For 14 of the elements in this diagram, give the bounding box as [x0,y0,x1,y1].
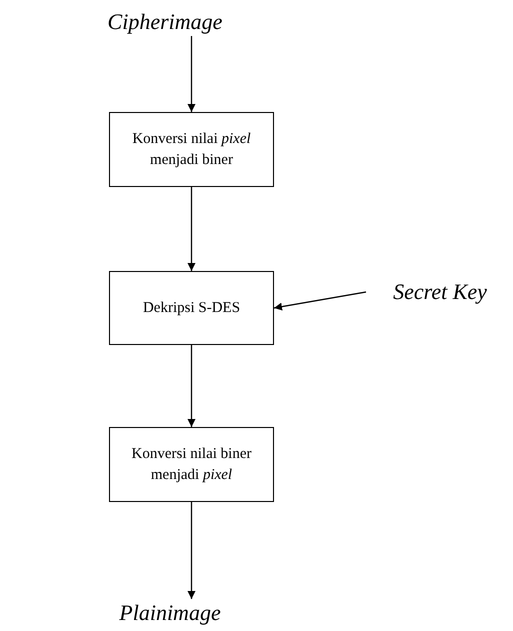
box-text: Dekripsi S-DES [142,298,240,318]
terminal-label: Plainimage [110,597,230,629]
process-box [109,112,274,187]
terminal-label: Cipherimage [105,6,225,38]
arrow [188,187,196,271]
terminal-label: Secret Key [370,276,510,308]
arrow [188,36,196,112]
process-box [109,271,274,345]
box-text: Konversi nilai pixel menjadi biner [131,130,252,170]
process-box [109,427,274,502]
box-text: Konversi nilai biner menjadi pixel [130,445,252,484]
arrow [188,502,196,599]
arrow [188,345,196,427]
arrow [274,291,366,311]
